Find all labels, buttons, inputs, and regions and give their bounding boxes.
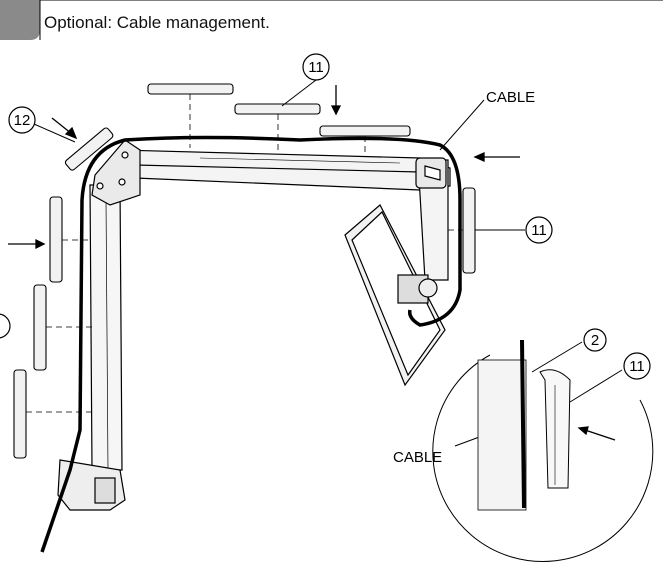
detail-circle — [432, 354, 654, 562]
top-beam-groove — [199, 157, 401, 164]
leader — [569, 369, 623, 403]
cover-12 — [64, 127, 114, 171]
callout-11-right — [525, 216, 553, 244]
left-column-groove — [105, 199, 109, 471]
leader — [281, 79, 317, 107]
leader — [33, 123, 76, 143]
top-beam — [118, 149, 451, 191]
detail-rail — [477, 359, 527, 511]
arrow-line — [584, 429, 616, 441]
base-block — [94, 477, 116, 504]
callout-11-right-text: 11 — [531, 222, 547, 239]
mount-knob — [418, 278, 438, 298]
arrow-head — [64, 126, 78, 140]
insertion-arrows — [8, 85, 616, 441]
cable-covers — [13, 83, 476, 459]
leader — [439, 99, 485, 151]
cable-label-top: CABLE — [486, 89, 535, 106]
callout-11-top — [302, 53, 330, 81]
cable-path — [40, 135, 462, 553]
top-left-joint — [91, 139, 141, 206]
cover-left-2 — [33, 284, 47, 371]
callout-11-top-text: 11 — [308, 59, 324, 76]
callout-12-text: 12 — [14, 112, 31, 129]
cable-label-bottom: CABLE — [393, 449, 442, 466]
cover-right — [462, 187, 476, 274]
right-elbow-clip — [424, 165, 441, 181]
detail-cable — [520, 339, 526, 509]
top-beam-edge — [134, 164, 421, 173]
cover-top-2 — [234, 103, 321, 115]
header-grey-tab — [0, 0, 40, 40]
callout-2-detail-text: 2 — [591, 332, 599, 349]
cover-left-3 — [13, 369, 27, 459]
callout-bubble-clipped — [0, 313, 11, 339]
arrow-head — [330, 105, 342, 116]
callout-11-detail-text: 11 — [629, 358, 645, 375]
cover-left-1 — [49, 196, 63, 283]
callout-11-detail — [623, 352, 651, 380]
leader — [531, 341, 583, 373]
callout-2-detail — [583, 328, 607, 352]
arm-assembly — [57, 139, 451, 511]
joint-screw — [96, 182, 104, 190]
callout-12 — [8, 106, 36, 134]
arrow-head — [577, 426, 589, 436]
callout-circles — [8, 53, 651, 380]
detail-view — [432, 339, 654, 562]
monitor-back — [351, 211, 441, 377]
joint-screw — [118, 178, 126, 186]
arrow-head — [35, 238, 46, 250]
cover-top-1 — [147, 83, 234, 95]
joint-screw — [121, 151, 129, 159]
cover-top-3 — [319, 125, 411, 137]
page-header: Optional: Cable management. — [0, 0, 663, 40]
header-tab-shape — [0, 0, 663, 40]
page-title: Optional: Cable management. — [44, 13, 270, 32]
arrow-head — [473, 151, 485, 163]
